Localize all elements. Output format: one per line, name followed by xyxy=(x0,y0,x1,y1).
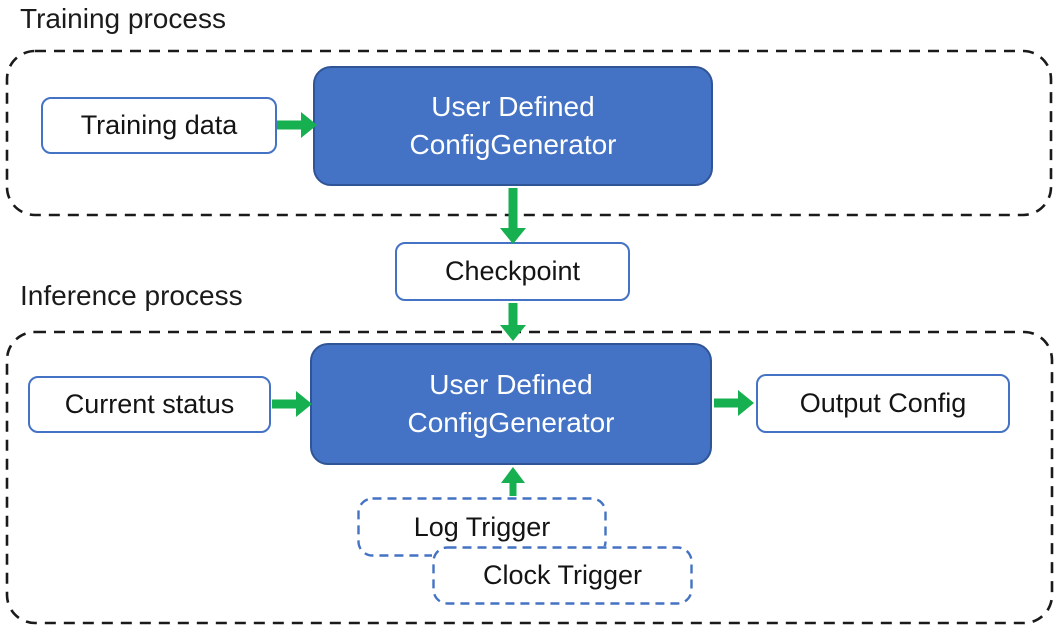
training-generator-line1: User Defined xyxy=(431,91,595,123)
output-config-box: Output Config xyxy=(756,374,1010,433)
training-process-label: Training process xyxy=(20,3,226,34)
clock-trigger-label: Clock Trigger xyxy=(482,560,643,590)
training-data-box: Training data xyxy=(41,97,277,154)
log-trigger-label: Log Trigger xyxy=(413,511,551,542)
clock-trigger-box: Clock Trigger xyxy=(432,546,693,605)
current-status-box: Current status xyxy=(28,376,271,433)
current-status-label: Current status xyxy=(64,389,235,419)
output-config-label: Output Config xyxy=(799,388,967,418)
checkpoint-box: Checkpoint xyxy=(395,242,630,301)
checkpoint-label: Checkpoint xyxy=(444,256,581,286)
arrow-checkpoint-to-inference-generator xyxy=(500,303,526,341)
training-config-generator-box: User Defined ConfigGenerator xyxy=(313,66,713,186)
arrow-generator-to-checkpoint xyxy=(500,188,526,244)
arrow-training-data-to-generator xyxy=(277,112,317,138)
inference-generator-line2: ConfigGenerator xyxy=(407,407,615,438)
arrow-triggers-to-generator xyxy=(501,467,525,496)
inference-config-generator-box: User Defined ConfigGenerator xyxy=(310,343,712,465)
arrow-current-status-to-generator xyxy=(272,391,312,417)
inference-process-label: Inference process xyxy=(20,280,243,311)
training-data-label: Training data xyxy=(80,110,238,140)
training-generator-line2: ConfigGenerator xyxy=(409,129,617,160)
arrow-generator-to-output-config xyxy=(714,390,754,416)
inference-generator-line1: User Defined xyxy=(429,369,593,401)
